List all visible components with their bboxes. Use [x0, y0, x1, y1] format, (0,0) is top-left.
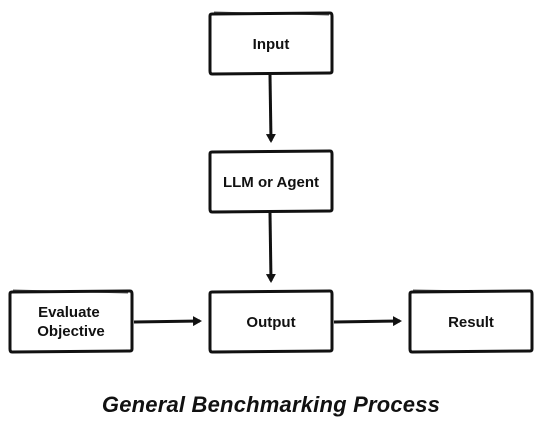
arrow-llm-to-output: [265, 212, 276, 283]
node-input-box: [208, 11, 334, 76]
node-evaluate-objective: Evaluate Objective: [8, 289, 134, 354]
diagram-caption: General Benchmarking Process: [101, 392, 441, 417]
node-result: Result: [408, 289, 534, 354]
node-result-box: [408, 289, 534, 354]
node-evaluate-label-line1: Evaluate: [38, 304, 100, 321]
node-output: Output: [208, 289, 334, 354]
node-output-label: Output: [246, 314, 295, 331]
arrow-output-to-result: [333, 316, 402, 327]
node-result-label: Result: [448, 314, 494, 331]
node-evaluate-objective-box: [8, 289, 134, 354]
node-evaluate-label-line2: Objective: [37, 323, 105, 340]
node-output-box: [208, 289, 334, 354]
node-llm-or-agent: LLM or Agent: [208, 149, 334, 214]
node-input: Input: [208, 11, 334, 76]
node-input-label: Input: [253, 36, 290, 53]
node-evaluate-objective-label: Evaluate Objective: [37, 304, 105, 340]
arrow-evaluate-to-output: [133, 316, 202, 327]
node-llm-or-agent-label: LLM or Agent: [223, 174, 319, 191]
arrow-input-to-llm: [265, 74, 276, 143]
node-llm-or-agent-box: [208, 149, 334, 214]
